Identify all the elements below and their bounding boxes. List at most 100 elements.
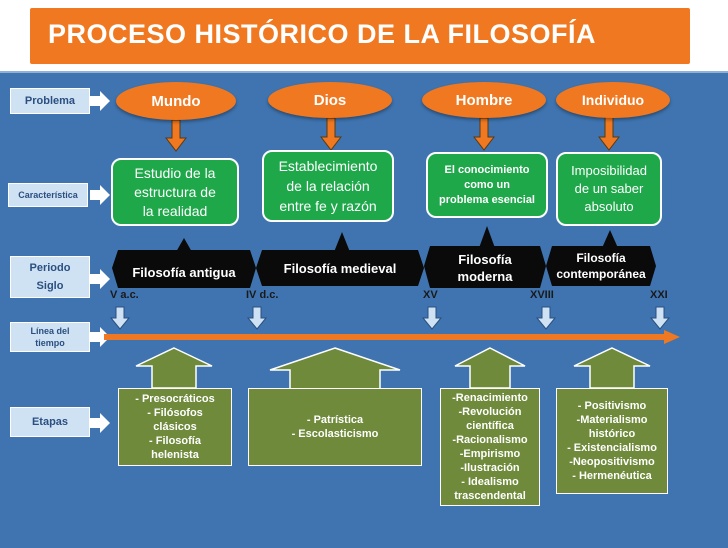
row-label-linea-1: Línea del <box>30 326 70 336</box>
century-tick-arrows <box>109 306 671 330</box>
stage-moderna-5: -Empirismo <box>459 448 521 460</box>
problema-pointer-arrow <box>90 91 110 111</box>
stages-contemporanea: - Positivismo -Materialismo histórico - … <box>556 388 668 494</box>
concept-down-arrows <box>164 116 621 152</box>
stages-moderna: -Renacimiento -Revolución científica -Ra… <box>440 388 540 506</box>
stage-antigua-1: - Presocráticos <box>135 393 215 405</box>
page-title: PROCESO HISTÓRICO DE LA FILOSOFÍA <box>48 19 597 49</box>
stages-medieval: - Patrística - Escolasticismo <box>248 388 422 466</box>
characteristic-antigua: Estudio de la estructura de la realidad <box>111 158 239 226</box>
century-xv: XV <box>423 289 438 301</box>
timeline-arrow <box>104 330 680 344</box>
period-banners <box>112 246 656 288</box>
tick-arrow-2 <box>246 306 268 330</box>
banner-medieval <box>256 250 424 286</box>
mundo-down-arrow <box>164 119 188 152</box>
banner-moderna <box>424 246 546 288</box>
problem-mundo: Mundo <box>116 82 236 120</box>
periodo-pointer-arrow <box>90 269 110 289</box>
tick-arrow-1 <box>109 306 131 330</box>
problem-individuo: Individuo <box>556 82 670 118</box>
century-iv-dc: IV d.c. <box>246 289 279 301</box>
stage-contemporanea-6: - Hermenéutica <box>572 470 652 482</box>
dios-down-arrow <box>319 117 343 151</box>
individuo-down-arrow <box>597 116 621 151</box>
characteristic-contemporanea: Imposibilidad de un saber absoluto <box>556 152 662 226</box>
stage-medieval-2: - Escolasticismo <box>291 428 379 440</box>
period-contemporanea-line-2: contemporánea <box>556 267 646 281</box>
connector-medieval <box>334 232 350 252</box>
char-antigua-line-2: estructura de <box>134 183 216 200</box>
row-label-caracteristica: Característica <box>8 183 88 207</box>
stage-antigua-5: helenista <box>151 449 199 461</box>
period-moderna-line-2: moderna <box>457 269 513 284</box>
stage-arrow-contemporanea <box>573 347 651 389</box>
stage-contemporanea-3: histórico <box>588 428 636 440</box>
char-moderna-line-3: problema esencial <box>439 193 535 206</box>
stage-contemporanea-1: - Positivismo <box>577 400 647 412</box>
century-v-ac: V a.c. <box>110 289 139 301</box>
row-label-periodo-siglo: Periodo Siglo <box>10 256 90 298</box>
tick-arrow-3 <box>421 306 443 330</box>
stage-antigua-3: clásicos <box>153 421 197 433</box>
problem-hombre: Hombre <box>422 82 546 118</box>
stage-contemporanea-4: - Existencialismo <box>567 442 657 454</box>
period-moderna: Filosofía moderna <box>430 250 540 286</box>
characteristic-medieval: Establecimiento de la relación entre fe … <box>262 150 394 222</box>
connector-moderna <box>479 226 495 248</box>
caracteristica-pointer-arrow <box>90 185 110 205</box>
stage-moderna-8: trascendental <box>454 490 526 502</box>
characteristic-moderna: El conocimiento como un problema esencia… <box>426 152 548 218</box>
stage-moderna-1: -Renacimiento <box>452 392 528 404</box>
row-label-linea-del-tiempo: Línea del tiempo <box>10 322 90 352</box>
tick-arrow-4 <box>535 306 557 330</box>
hombre-down-arrow <box>472 117 496 151</box>
char-moderna-line-1: El conocimiento <box>444 163 530 176</box>
etapas-pointer-arrow <box>90 413 110 433</box>
period-contemporanea-line-1: Filosofía <box>576 251 626 265</box>
stage-moderna-6: -Ilustración <box>460 462 520 474</box>
stage-contemporanea-5: -Neopositivismo <box>569 456 655 468</box>
stage-antigua-2: - Filósofos <box>147 407 203 419</box>
century-xviii: XVIII <box>530 289 554 301</box>
stage-arrow-moderna <box>454 347 526 389</box>
char-contemporanea-line-1: Imposibilidad <box>571 163 647 178</box>
row-label-linea-2: tiempo <box>35 338 65 348</box>
stage-medieval-1: - Patrística <box>306 414 364 426</box>
row-label-etapas: Etapas <box>10 407 90 437</box>
stage-up-arrows <box>135 347 651 391</box>
row-label-periodo: Periodo <box>29 262 71 274</box>
period-contemporanea: Filosofía contemporánea <box>548 248 654 284</box>
row-label-problema: Problema <box>10 88 90 114</box>
stage-antigua-4: - Filosofía <box>149 435 201 447</box>
stages-antigua: - Presocráticos - Filósofos clásicos - F… <box>118 388 232 466</box>
period-medieval: Filosofía medieval <box>283 260 397 276</box>
connector-antigua <box>176 238 192 252</box>
problem-dios: Dios <box>268 82 392 118</box>
stage-moderna-4: -Racionalismo <box>452 434 528 446</box>
char-contemporanea-line-3: absoluto <box>584 199 634 214</box>
tick-arrow-5 <box>649 306 671 330</box>
stage-arrow-medieval <box>269 347 401 391</box>
stage-arrow-antigua <box>135 347 213 389</box>
char-contemporanea-line-2: de un saber <box>574 181 644 196</box>
char-antigua-line-1: Estudio de la <box>134 164 216 181</box>
century-xxi: XXI <box>650 289 668 301</box>
stage-moderna-2: -Revolución <box>458 406 522 418</box>
char-antigua-line-3: la realidad <box>142 202 208 219</box>
char-medieval-line-3: entre fe y razón <box>279 198 377 214</box>
banner-antigua <box>112 250 256 288</box>
linea-pointer-arrow <box>90 327 110 347</box>
period-moderna-line-1: Filosofía <box>458 252 512 267</box>
row-label-siglo: Siglo <box>36 280 64 292</box>
stage-contemporanea-2: -Materialismo <box>576 414 648 426</box>
banner-contemporanea <box>546 246 656 286</box>
stage-moderna-3: científica <box>466 420 514 432</box>
period-antigua: Filosofía antigua <box>132 264 236 280</box>
char-medieval-line-1: Establecimiento <box>278 158 378 174</box>
title-banner <box>30 8 690 64</box>
stage-moderna-7: - Idealismo <box>461 476 519 488</box>
char-moderna-line-2: como un <box>464 178 510 191</box>
row-pointer-arrows <box>90 91 110 433</box>
